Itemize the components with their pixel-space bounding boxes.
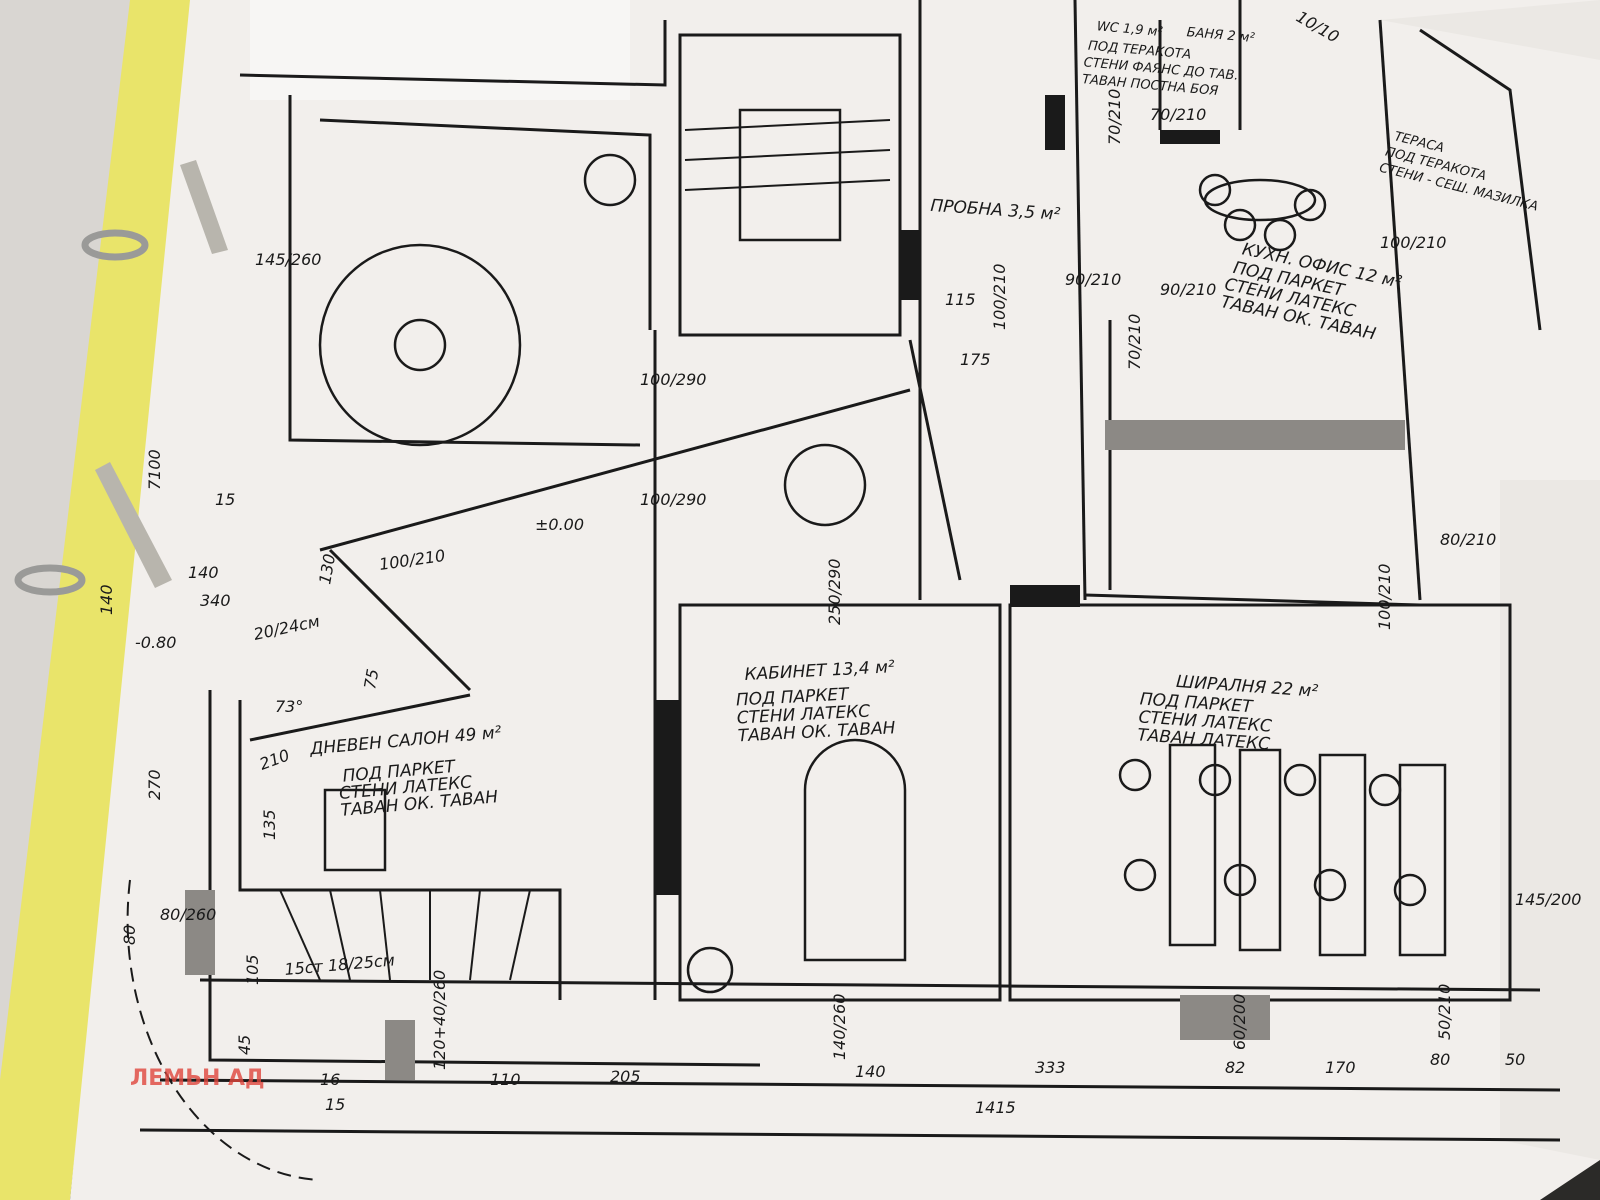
dim-total: 1415: [975, 1098, 1016, 1117]
dim: 45: [235, 1035, 254, 1055]
dim: 140: [855, 1062, 886, 1081]
dim: 140: [188, 563, 219, 582]
staircase: [279, 119, 891, 981]
dim: 110: [490, 1070, 521, 1089]
dim: 80/210: [1440, 530, 1496, 549]
hatched-walls: [185, 420, 1405, 1080]
dim: 70/210: [1105, 89, 1124, 145]
dim: 270: [145, 769, 164, 800]
top-paper-patch: [250, 0, 630, 100]
dim: 120+40/260: [430, 970, 449, 1070]
dim: 100/210: [1375, 564, 1394, 630]
dim: 100/290: [640, 370, 706, 389]
bath-name: БАНЯ 2 м²: [1186, 25, 1255, 46]
dim: 333: [1035, 1058, 1066, 1077]
dim: 145/260: [255, 250, 321, 269]
yellow-binder: [0, 0, 200, 1200]
back-sheet: [1380, 0, 1600, 1160]
dim: 140/260: [830, 994, 849, 1060]
paper-sheet: [70, 0, 1600, 1200]
dim: 80: [120, 925, 139, 945]
binder-ring-icon: [14, 229, 149, 596]
dim: 340: [200, 591, 231, 610]
dim: 100/210: [1380, 233, 1446, 252]
level-mark: ±0.00: [535, 515, 584, 534]
dim: 73°: [275, 697, 303, 716]
dim: 80/260: [160, 905, 216, 924]
watermark-logo: ЛЕМЬН АД: [130, 1066, 265, 1091]
dim: 115: [945, 290, 976, 309]
dim: 82: [1225, 1058, 1245, 1077]
wc-name: WC 1,9 м²: [1096, 19, 1163, 40]
dim: 80: [1430, 1050, 1450, 1069]
dim: 100/210: [990, 264, 1009, 330]
dim: 50/210: [1435, 984, 1454, 1040]
binder-clip-icon: [95, 160, 228, 588]
dim: 90/210: [1160, 280, 1216, 299]
dim: 170: [1325, 1058, 1356, 1077]
dim: 140: [97, 584, 116, 615]
dim: 70/210: [1150, 105, 1206, 124]
round-table: [783, 443, 867, 527]
dim: 90/210: [1065, 270, 1121, 289]
dim: 205: [610, 1067, 641, 1086]
dim: 250/290: [825, 559, 844, 625]
dim: 135: [260, 809, 279, 840]
dim: 145/200: [1515, 890, 1581, 909]
level-mark: -0.80: [135, 633, 176, 652]
dim: 16: [320, 1070, 340, 1089]
dim: 105: [243, 954, 262, 985]
furniture: [318, 108, 1447, 994]
dim: 175: [960, 350, 991, 369]
dim: 15: [325, 1095, 345, 1114]
dim: 15: [215, 490, 235, 509]
dim: 50: [1505, 1050, 1525, 1069]
dim: 75: [360, 667, 382, 690]
dining-table: [318, 243, 522, 447]
dim: 60/200: [1230, 994, 1249, 1050]
dim: 70/210: [1125, 314, 1144, 370]
dim: 100/290: [640, 490, 706, 509]
solid-walls: [655, 95, 1220, 895]
dim: 7100: [145, 449, 164, 490]
